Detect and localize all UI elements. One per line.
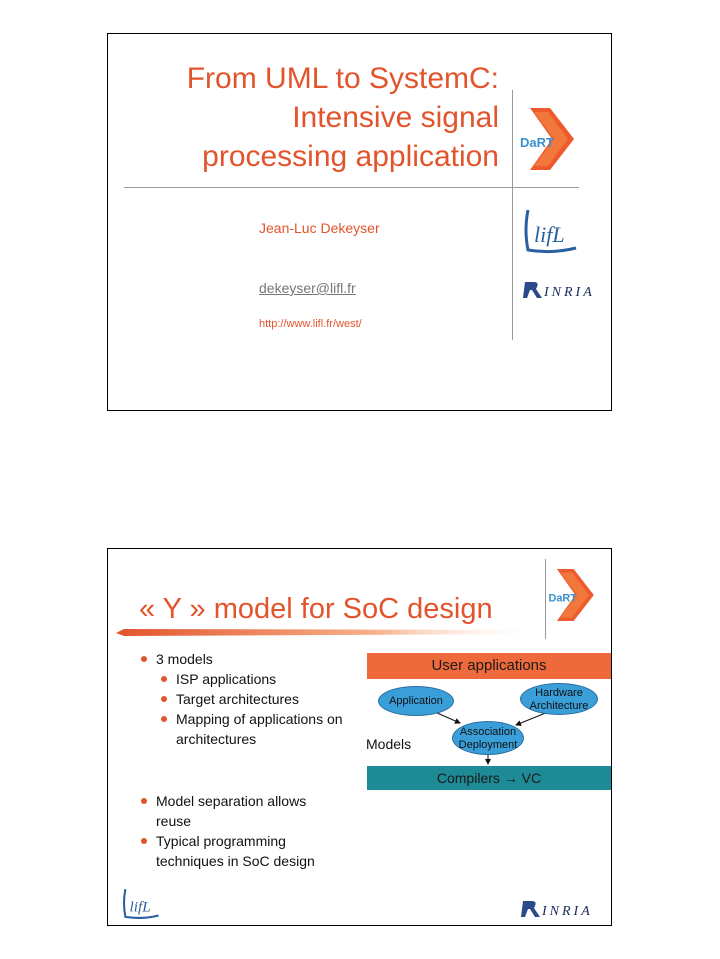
compilers-bar: Compilers → VC bbox=[367, 766, 611, 790]
author-email-link[interactable]: dekeyser@lifl.fr bbox=[259, 280, 356, 296]
inria-logo-text: INRIA bbox=[541, 904, 593, 919]
y-model-slide: « Y » model for SoC design DaRT 3 models… bbox=[107, 548, 612, 926]
lifl-logo-text: lifL bbox=[534, 222, 565, 247]
title-line-3: processing application bbox=[202, 140, 499, 173]
inria-logo: INRIA bbox=[523, 282, 595, 300]
sub-bullet-item: ISP applications bbox=[128, 669, 376, 689]
dart-logo-text: DaRT bbox=[549, 593, 578, 605]
bullet-item: Typical programming techniques in SoC de… bbox=[128, 831, 336, 871]
slide-title: « Y » model for SoC design bbox=[139, 593, 493, 625]
slide-title: From UML to SystemC: Intensive signal pr… bbox=[139, 59, 499, 176]
lifl-logo-text: lifL bbox=[130, 898, 151, 915]
bullet-list: 3 models ISP applications Target archite… bbox=[128, 649, 376, 871]
hardware-architecture-node: Hardware Architecture bbox=[520, 683, 598, 715]
vertical-divider bbox=[545, 559, 546, 639]
user-applications-bar: User applications bbox=[367, 653, 611, 679]
dart-logo: DaRT bbox=[549, 569, 594, 621]
title-underline bbox=[116, 629, 546, 636]
dart-logo-text: DaRT bbox=[520, 135, 554, 150]
website-link[interactable]: http://www.lifl.fr/west/ bbox=[259, 318, 362, 330]
lifl-logo: lifL bbox=[524, 209, 577, 254]
association-deployment-node: Association Deployment bbox=[452, 721, 524, 755]
horizontal-divider bbox=[124, 187, 579, 188]
vertical-divider bbox=[512, 90, 513, 340]
application-node: Application bbox=[378, 686, 454, 716]
inria-logo: INRIA bbox=[521, 901, 593, 919]
dart-logo: DaRT bbox=[520, 108, 574, 170]
title-slide: From UML to SystemC: Intensive signal pr… bbox=[107, 33, 612, 411]
title-line-2: Intensive signal bbox=[292, 101, 499, 134]
bullet-item: Model separation allows reuse bbox=[128, 791, 336, 831]
title-line-1: From UML to SystemC: bbox=[186, 62, 499, 95]
bullet-item: 3 models bbox=[128, 649, 376, 669]
lifl-logo: lifL bbox=[122, 888, 159, 919]
sub-bullet-item: Target architectures bbox=[128, 689, 376, 709]
models-label: Models bbox=[366, 736, 412, 752]
inria-logo-text: INRIA bbox=[543, 285, 595, 300]
author-name: Jean-Luc Dekeyser bbox=[259, 220, 380, 236]
sub-bullet-item: Mapping of applications on architectures bbox=[128, 709, 376, 749]
